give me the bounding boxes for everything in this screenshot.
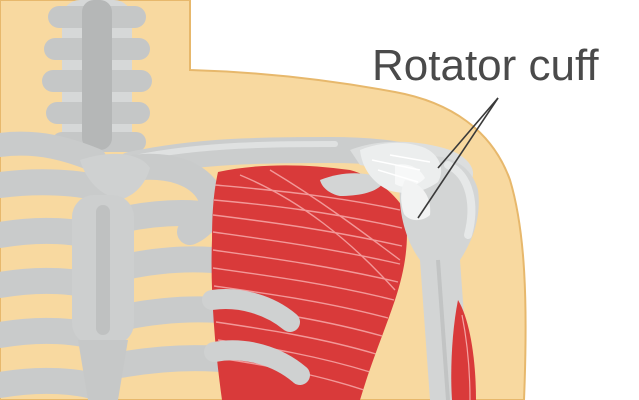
sternum: [72, 153, 150, 400]
arm-muscle: [451, 300, 476, 400]
shoulder-muscle: [202, 165, 407, 400]
cervical-spine: [42, 0, 152, 152]
label-leader-lines: [417, 97, 499, 219]
rotator-cuff-label: Rotator cuff: [372, 41, 599, 90]
